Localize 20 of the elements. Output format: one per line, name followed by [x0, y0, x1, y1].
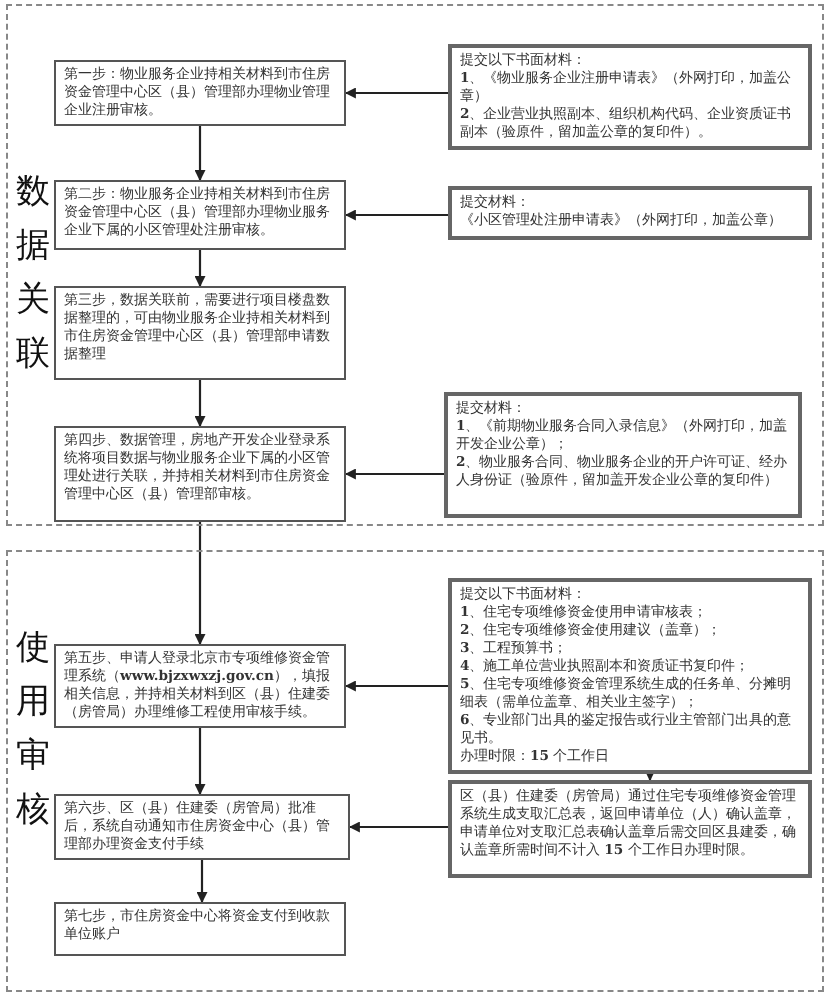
materials-box [444, 392, 802, 518]
arrow [194, 250, 206, 288]
arrow [194, 728, 206, 796]
arrow [348, 821, 448, 833]
section-label: 数据关联 [16, 170, 52, 378]
arrow [344, 468, 444, 480]
arrow [196, 860, 208, 904]
arrow [194, 522, 206, 646]
arrow [194, 380, 206, 428]
materials-box [448, 186, 812, 240]
materials-box [448, 578, 812, 774]
arrow [344, 209, 448, 221]
arrow [344, 87, 448, 99]
arrow [194, 126, 206, 182]
materials-box [448, 44, 812, 150]
arrow [344, 680, 448, 692]
section-label: 使用审核 [16, 626, 52, 834]
dashed-section [6, 550, 824, 992]
arrow [644, 770, 656, 782]
dashed-section [6, 4, 824, 526]
